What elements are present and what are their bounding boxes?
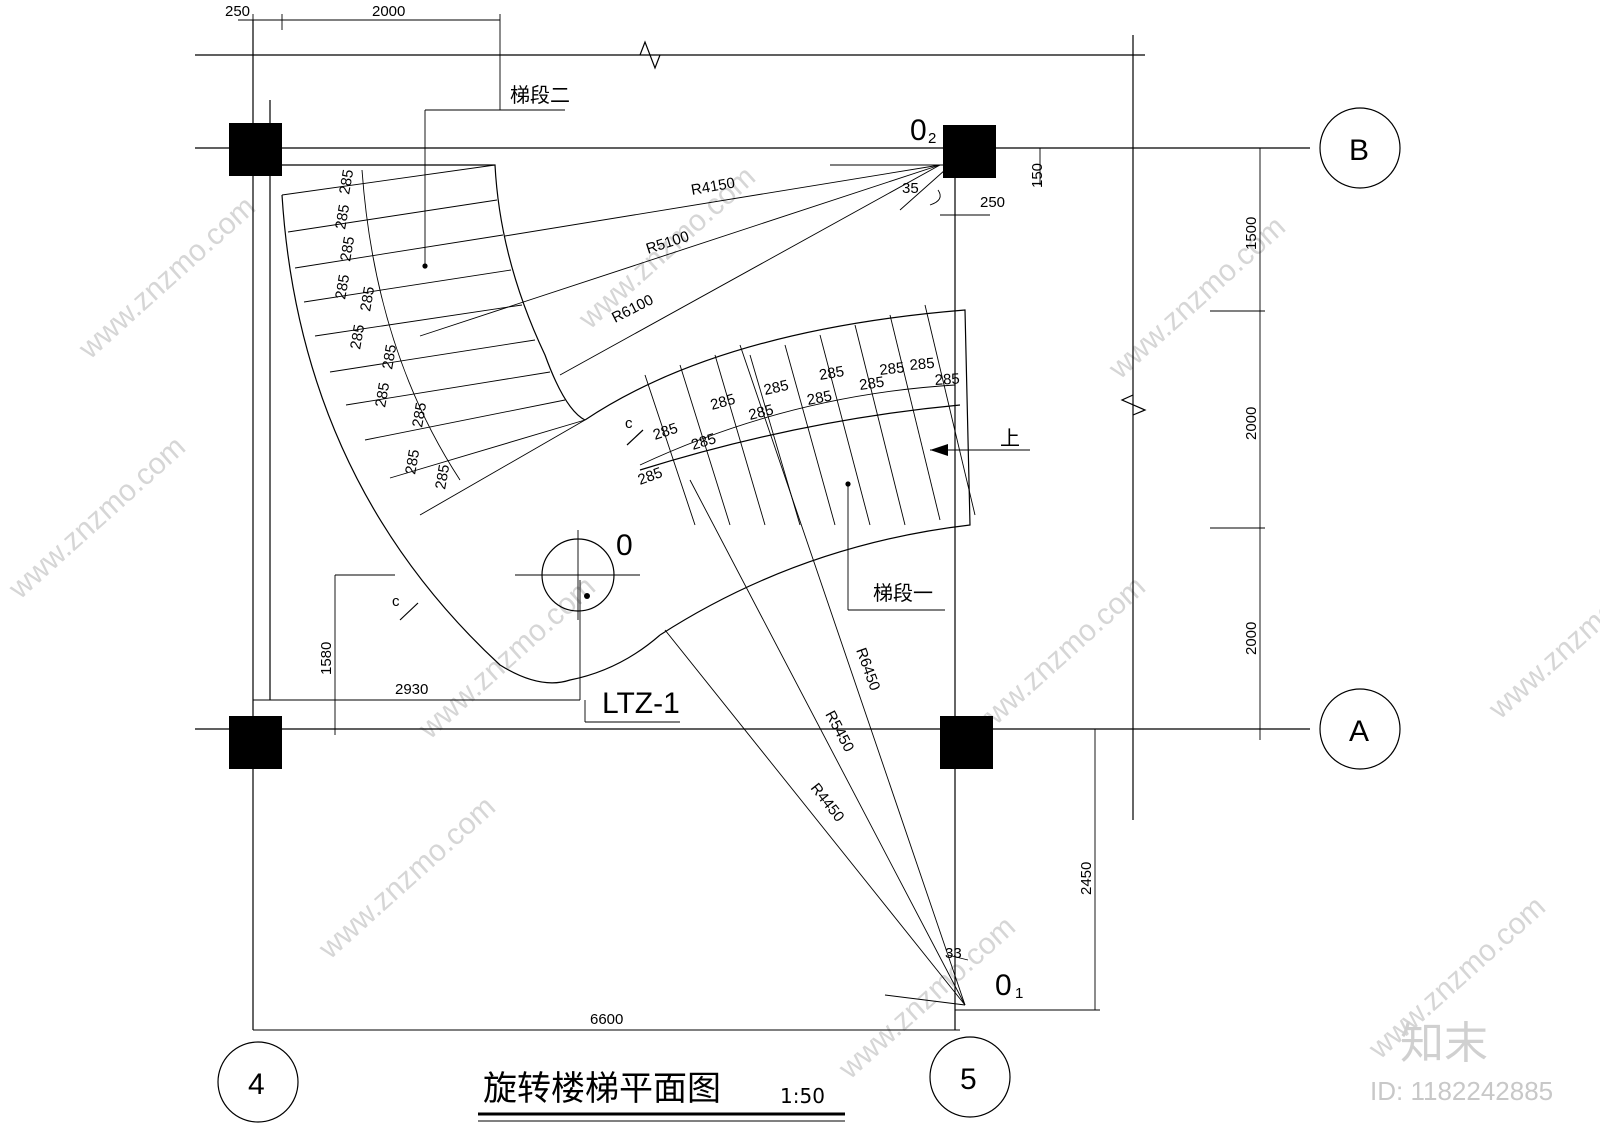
tread-dim-label: 285 <box>372 381 393 409</box>
stair-tread <box>281 164 496 196</box>
watermark-text: www.znzmo.com <box>1102 210 1292 386</box>
centre-o: 0 <box>515 529 640 620</box>
radius-label-r6450: R6450 <box>852 646 883 693</box>
tread-dim-label: 285 <box>651 420 680 444</box>
tread-dim-label: 285 <box>858 374 885 394</box>
dim-2450: 2450 <box>1078 862 1095 895</box>
stair-tread <box>389 419 586 479</box>
radius-lines <box>419 164 969 1006</box>
axis-lines <box>195 20 1310 1030</box>
tread-dim-label: 285 <box>337 235 358 263</box>
watermark-text: www.znzmo.com <box>72 190 262 366</box>
tread-dim-label: 285 <box>806 387 834 408</box>
radius-label-r5450: R5450 <box>821 708 857 755</box>
tread-dim-label: 285 <box>347 323 368 351</box>
axis-bubble-b: B <box>1319 107 1401 189</box>
dim-250-top: 250 <box>225 3 250 20</box>
tread-dim-label: 285 <box>636 464 665 489</box>
tread-dim-label: 285 <box>709 391 738 414</box>
tread-dim-label: 285 <box>402 448 423 476</box>
stair-outline <box>281 164 976 684</box>
watermark-text: www.znzmo.com <box>1482 550 1600 726</box>
dim-150-o2: 150 <box>1029 163 1046 188</box>
stair-tread <box>364 399 566 441</box>
tread-dim-label: 285 <box>332 273 353 301</box>
centre-o-label: 0 <box>616 529 633 562</box>
brand-logo: 知末 <box>1400 1018 1488 1069</box>
tread-dim-label: 285 <box>432 463 453 491</box>
axis-a-label: A <box>1349 715 1369 748</box>
stair-tread <box>714 354 766 526</box>
axis-5-label: 5 <box>960 1063 977 1096</box>
axis-b-label: B <box>1349 134 1369 167</box>
watermark-layer: www.znzmo.com www.znzmo.com www.znzmo.co… <box>2 160 1600 1086</box>
tread-dim-label: 285 <box>332 203 353 231</box>
watermark-text: www.znzmo.com <box>312 790 502 966</box>
o1-subscript: 1 <box>1015 985 1023 1002</box>
stair-tread <box>329 339 536 373</box>
stair-tread <box>854 324 906 526</box>
flight-one-label: 梯段一 <box>873 581 933 605</box>
stair-tread <box>419 419 586 516</box>
stair-tread <box>924 304 976 516</box>
drawing-title: 旋转楼梯平面图 <box>483 1069 721 1109</box>
o1-label: 0 <box>995 969 1012 1002</box>
stair-tread <box>314 304 523 337</box>
tread-dim-label: 285 <box>879 359 906 379</box>
section-mark-label: c <box>392 593 400 610</box>
structural-columns <box>229 123 996 769</box>
up-arrow-label: 上 <box>1000 426 1020 450</box>
axis-bubble-4: 4 <box>217 1041 299 1123</box>
dim-250-o2: 250 <box>980 194 1005 211</box>
dim-2930: 2930 <box>395 681 428 698</box>
stair-tread <box>784 344 836 526</box>
dimension-lines <box>238 14 1265 1031</box>
dim-35-angle: 35 <box>902 180 919 197</box>
tread-dim-label: 285 <box>357 285 378 313</box>
tread-dim-label: 285 <box>762 377 790 399</box>
tread-dim-label: 285 <box>689 430 718 454</box>
stair-tread <box>644 374 696 526</box>
stair-tread <box>345 371 551 406</box>
tread-dim-label: 285 <box>747 401 775 424</box>
watermark-text: www.znzmo.com <box>412 570 602 746</box>
axis-bubble-5: 5 <box>929 1036 1011 1118</box>
stair-tread <box>294 234 504 269</box>
tread-dim-label: 285 <box>409 401 430 429</box>
watermark-text: www.znzmo.com <box>832 910 1022 1086</box>
section-mark-label: c <box>625 415 633 432</box>
column-label: LTZ-1 <box>602 687 680 720</box>
dim-33-angle: 33 <box>945 945 962 962</box>
stair-tread <box>303 269 512 303</box>
stair-tread <box>679 364 731 526</box>
flight-two-label: 梯段二 <box>510 83 570 107</box>
dim-2000-right-a: 2000 <box>1243 407 1260 440</box>
tread-dim-label: 285 <box>909 355 935 374</box>
axis-bubble-a: A <box>1319 688 1401 770</box>
dim-1580: 1580 <box>318 642 335 675</box>
dim-2000-right-b: 2000 <box>1243 622 1260 655</box>
tread-dim-label: 285 <box>818 363 845 384</box>
stair-tread <box>889 314 941 521</box>
radius-label-r4450: R4450 <box>807 780 848 825</box>
tread-dim-label: 285 <box>336 168 357 196</box>
axis-4-label: 4 <box>248 1068 265 1101</box>
o2-subscript: 2 <box>928 130 936 147</box>
dim-1500: 1500 <box>1243 217 1260 250</box>
watermark-id: ID: 1182242885 <box>1370 1076 1553 1106</box>
tread-dim-label: 285 <box>379 343 400 371</box>
drawing-scale: 1:50 <box>780 1084 825 1108</box>
watermark-text: www.znzmo.com <box>2 430 192 606</box>
tread-dim-label: 285 <box>934 370 960 388</box>
dim-6600: 6600 <box>590 1011 623 1028</box>
stair-tread <box>287 199 498 233</box>
o2-label: 0 <box>910 114 927 147</box>
stair-tread <box>819 334 871 526</box>
dim-2000-top: 2000 <box>372 3 405 20</box>
